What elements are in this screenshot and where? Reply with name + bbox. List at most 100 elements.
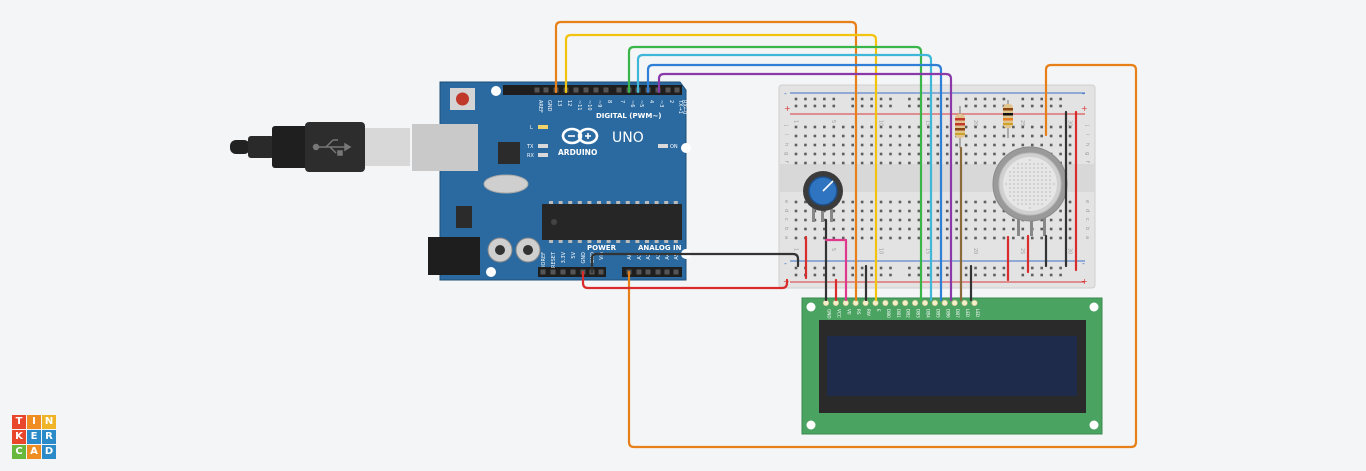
- rail-hole[interactable]: [1049, 104, 1053, 108]
- terminal-hole[interactable]: [794, 143, 798, 147]
- rail-hole[interactable]: [1021, 97, 1025, 101]
- rail-hole[interactable]: [927, 266, 930, 270]
- rail-hole[interactable]: [983, 273, 987, 277]
- terminal-hole[interactable]: [983, 200, 987, 204]
- header-pin[interactable]: [603, 87, 609, 93]
- rail-hole[interactable]: [832, 273, 836, 277]
- terminal-hole[interactable]: [993, 152, 996, 156]
- terminal-hole[interactable]: [841, 125, 845, 129]
- terminal-hole[interactable]: [823, 218, 826, 222]
- lcd-pin[interactable]: [941, 299, 948, 307]
- terminal-hole[interactable]: [870, 200, 873, 204]
- rail-hole[interactable]: [794, 273, 798, 277]
- terminal-hole[interactable]: [1040, 227, 1043, 231]
- lcd-pin[interactable]: [961, 299, 968, 307]
- terminal-hole[interactable]: [955, 218, 958, 222]
- terminal-hole[interactable]: [1068, 134, 1072, 138]
- terminal-hole[interactable]: [794, 209, 798, 213]
- terminal-hole[interactable]: [879, 134, 883, 138]
- terminal-hole[interactable]: [945, 200, 949, 204]
- terminal-hole[interactable]: [870, 209, 873, 213]
- rail-hole[interactable]: [870, 97, 873, 101]
- terminal-hole[interactable]: [851, 236, 854, 240]
- terminal-hole[interactable]: [1049, 125, 1053, 129]
- rail-hole[interactable]: [974, 273, 977, 277]
- terminal-hole[interactable]: [917, 218, 921, 222]
- terminal-hole[interactable]: [832, 218, 836, 222]
- lcd-pin[interactable]: [862, 299, 869, 307]
- terminal-hole[interactable]: [993, 134, 996, 138]
- rail-hole[interactable]: [813, 104, 817, 108]
- terminal-hole[interactable]: [898, 227, 902, 231]
- terminal-hole[interactable]: [1040, 143, 1043, 147]
- lcd-pin[interactable]: [882, 299, 889, 307]
- terminal-hole[interactable]: [898, 125, 902, 129]
- rail-hole[interactable]: [974, 97, 977, 101]
- rail-hole[interactable]: [1040, 273, 1043, 277]
- wire-green-pin5[interactable]: [627, 45, 923, 302]
- terminal-hole[interactable]: [889, 125, 892, 129]
- rail-hole[interactable]: [908, 266, 911, 270]
- header-pin[interactable]: [616, 87, 622, 93]
- rail-hole[interactable]: [1049, 266, 1053, 270]
- terminal-hole[interactable]: [936, 227, 940, 231]
- terminal-hole[interactable]: [1059, 152, 1062, 156]
- terminal-hole[interactable]: [1068, 218, 1072, 222]
- rail-hole[interactable]: [1021, 266, 1025, 270]
- terminal-hole[interactable]: [1049, 143, 1053, 147]
- terminal-hole[interactable]: [879, 161, 883, 165]
- header-pin[interactable]: [636, 269, 642, 275]
- rail-hole[interactable]: [908, 97, 911, 101]
- lcd-pin[interactable]: [971, 299, 978, 307]
- rail-hole[interactable]: [908, 104, 911, 108]
- rail-hole[interactable]: [1049, 273, 1053, 277]
- terminal-hole[interactable]: [879, 200, 883, 204]
- terminal-hole[interactable]: [860, 134, 864, 138]
- terminal-hole[interactable]: [1002, 143, 1006, 147]
- header-pin[interactable]: [655, 269, 661, 275]
- terminal-hole[interactable]: [993, 218, 996, 222]
- terminal-hole[interactable]: [804, 161, 807, 165]
- rail-hole[interactable]: [1030, 273, 1034, 277]
- terminal-hole[interactable]: [1002, 125, 1006, 129]
- header-pin[interactable]: [534, 87, 540, 93]
- terminal-hole[interactable]: [917, 152, 921, 156]
- rail-hole[interactable]: [851, 104, 854, 108]
- reset-button[interactable]: [456, 92, 469, 106]
- rail-hole[interactable]: [860, 273, 864, 277]
- terminal-hole[interactable]: [851, 134, 854, 138]
- header-pin[interactable]: [583, 87, 589, 93]
- terminal-hole[interactable]: [1068, 152, 1072, 156]
- terminal-hole[interactable]: [964, 200, 968, 204]
- terminal-hole[interactable]: [1012, 218, 1015, 222]
- terminal-hole[interactable]: [898, 161, 902, 165]
- rail-hole[interactable]: [870, 104, 873, 108]
- terminal-hole[interactable]: [823, 161, 826, 165]
- terminal-hole[interactable]: [1068, 161, 1072, 165]
- rail-hole[interactable]: [851, 97, 854, 101]
- terminal-hole[interactable]: [832, 143, 836, 147]
- terminal-hole[interactable]: [870, 134, 873, 138]
- terminal-hole[interactable]: [879, 236, 883, 240]
- header-pin[interactable]: [560, 269, 566, 275]
- header-pin[interactable]: [570, 269, 576, 275]
- rail-hole[interactable]: [993, 266, 996, 270]
- terminal-hole[interactable]: [832, 209, 836, 213]
- terminal-hole[interactable]: [936, 200, 940, 204]
- terminal-hole[interactable]: [832, 227, 836, 231]
- rail-hole[interactable]: [1030, 266, 1034, 270]
- terminal-hole[interactable]: [851, 125, 854, 129]
- terminal-hole[interactable]: [851, 200, 854, 204]
- terminal-hole[interactable]: [993, 227, 996, 231]
- terminal-hole[interactable]: [832, 125, 836, 129]
- terminal-hole[interactable]: [945, 209, 949, 213]
- terminal-hole[interactable]: [1021, 143, 1025, 147]
- terminal-hole[interactable]: [974, 209, 977, 213]
- terminal-hole[interactable]: [964, 152, 968, 156]
- terminal-hole[interactable]: [794, 200, 798, 204]
- terminal-hole[interactable]: [927, 152, 930, 156]
- terminal-hole[interactable]: [964, 236, 968, 240]
- wire-orange-a0[interactable]: [627, 63, 1138, 449]
- terminal-hole[interactable]: [804, 218, 807, 222]
